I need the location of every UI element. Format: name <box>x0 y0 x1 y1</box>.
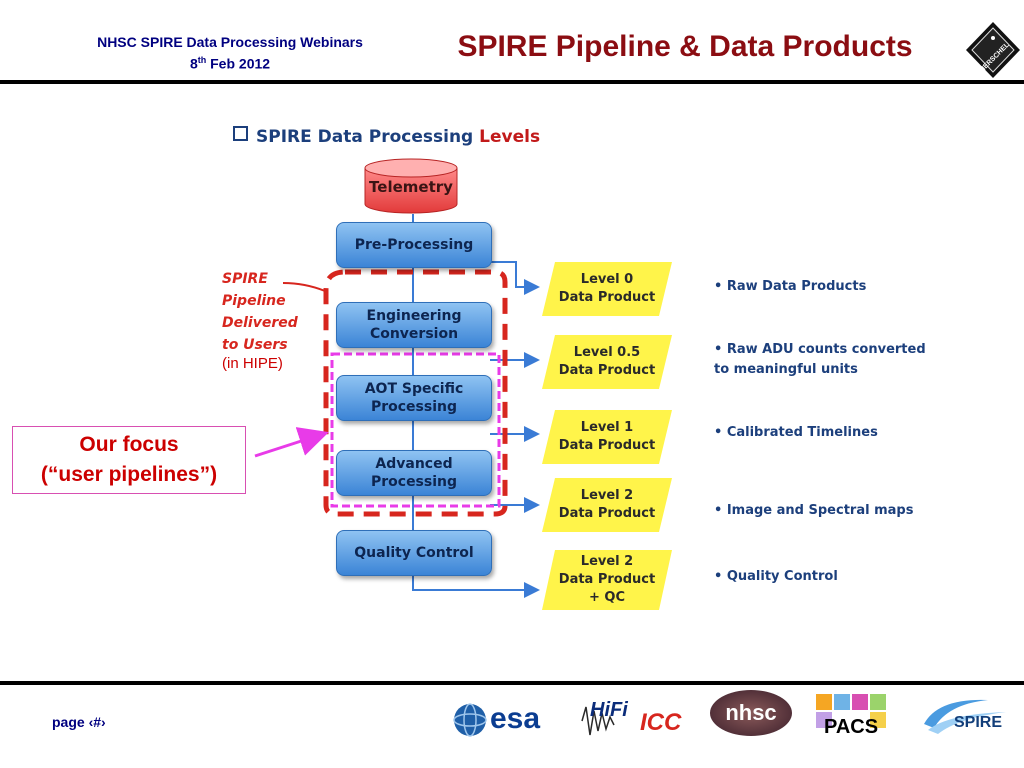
user-pipelines-dashed-box <box>330 352 501 508</box>
product-level1-shape <box>542 410 672 464</box>
desc-raw-data-products: • Raw Data Products <box>714 279 867 294</box>
product-level05-shape <box>542 335 672 389</box>
pacs-cube-icon <box>816 694 886 728</box>
product-level2-qc: Level 2 Data Product + QC <box>558 554 656 605</box>
product-level0-shape <box>542 262 672 316</box>
step-pre-processing: Pre-Processing <box>336 222 492 268</box>
hifi-icc-logo: HiFi ICC <box>580 695 692 743</box>
webinar-header: NHSC SPIRE Data Processing Webinars 8th … <box>60 33 400 73</box>
nhsc-logo-text: nhsc <box>725 700 777 725</box>
page-number: page ‹#› <box>52 714 106 730</box>
focus-arrow <box>254 427 329 458</box>
desc-image-spectral-maps: • Image and Spectral maps <box>714 503 914 518</box>
pipeline-delivered-note: SPIRE Pipeline Delivered to Users <box>222 271 298 353</box>
product-level2: Level 2 Data Product <box>558 488 656 521</box>
hipe-note: (in HIPE) <box>222 355 283 372</box>
desc-raw-adu-counts: • Raw ADU counts converted to meaningful… <box>714 342 926 377</box>
step-quality-control: Quality Control <box>336 530 492 576</box>
spire-logo-text: SPIRE <box>954 714 1003 731</box>
pacs-logo: PACS <box>808 690 900 742</box>
icc-logo-text: ICC <box>640 709 682 736</box>
product-level2-shape <box>542 478 672 532</box>
step-advanced-processing: Advanced Processing <box>336 450 492 496</box>
nhsc-logo: nhsc <box>710 690 792 736</box>
pipeline-note-connector <box>282 282 326 292</box>
esa-logo: esa <box>452 700 554 740</box>
esa-logo-text: esa <box>490 702 541 735</box>
webinar-date: 8th Feb 2012 <box>189 55 271 72</box>
telemetry-cylinder-icon <box>364 158 458 214</box>
arrow-level2-qc <box>412 575 540 598</box>
our-focus-callout: Our focus (“user pipelines”) <box>12 426 246 494</box>
spire-logo: SPIRE <box>918 694 1014 740</box>
pipeline-dashed-box <box>323 269 508 517</box>
header-divider <box>0 80 1024 84</box>
desc-calibrated-timelines: • Calibrated Timelines <box>714 425 878 440</box>
hifi-waveform-icon <box>581 706 615 736</box>
slide-title: SPIRE Pipeline & Data Products <box>457 30 913 63</box>
hifi-logo-text: HiFi <box>590 699 628 721</box>
checkbox-bullet-icon <box>233 126 248 141</box>
step-engineering-conversion: Engineering Conversion <box>336 302 492 348</box>
product-level2-qc-shape <box>542 550 672 610</box>
product-level05: Level 0.5 Data Product <box>558 345 656 378</box>
webinar-title: NHSC SPIRE Data Processing Webinars <box>97 34 363 50</box>
product-level0: Level 0 Data Product <box>558 272 656 305</box>
pacs-logo-text: PACS <box>824 716 879 738</box>
desc-quality-control: • Quality Control <box>714 569 838 584</box>
step-aot-specific-processing: AOT Specific Processing <box>336 375 492 421</box>
herschel-logo-icon: HERSCHEL <box>966 22 1020 78</box>
telemetry-label: Telemetry <box>369 178 453 196</box>
spire-swoosh-icon <box>924 699 1006 734</box>
esa-globe-icon <box>453 703 487 737</box>
section-title: SPIRE Data Processing Levels <box>233 126 540 147</box>
footer-divider <box>0 681 1024 685</box>
product-level1: Level 1 Data Product <box>558 420 656 453</box>
